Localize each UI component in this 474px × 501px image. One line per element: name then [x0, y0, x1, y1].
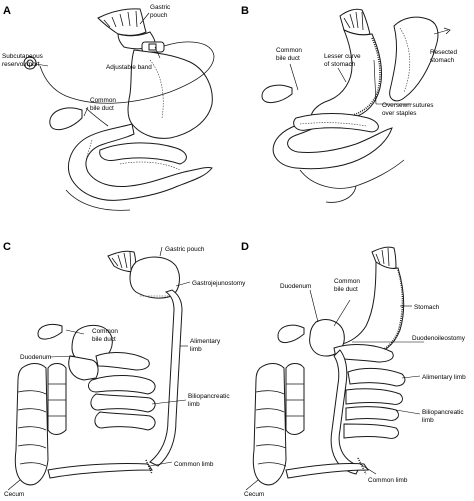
panel-d-alimentary-limb-shape: [330, 349, 361, 475]
panel-d-duodenum-label: Duodenum: [280, 283, 311, 290]
panel-b-intestine-shape: [272, 121, 393, 170]
panel-a: A: [2, 4, 215, 211]
panel-d-common-limb-label: Common limb: [368, 477, 408, 484]
panel-a-bile-duct-label: Common bile duct: [90, 97, 118, 112]
panel-a-port-shape: [23, 56, 37, 70]
panel-c-alimentary-limb-shape: [149, 289, 183, 467]
panel-b-sleeve-shape: [310, 28, 383, 123]
panel-a-gastric-pouch-label: Gastric pouch: [150, 4, 172, 19]
panel-c-common-limb-shape: [47, 462, 153, 479]
panel-d-duodenoileostomy-label: Duodenoileostomy: [412, 335, 466, 342]
panel-c-common-limb-label: Common limb: [174, 461, 214, 468]
panel-a-band-label: Adjustable band: [106, 64, 152, 71]
panel-b-sutures-label: Oversewn sutures over staples: [382, 102, 435, 117]
panel-d-bile-duct-label: Common bile duct: [334, 278, 362, 293]
panel-c-gastrojejunostomy-label: Gastrojejunostomy: [192, 280, 246, 287]
panel-d: D: [241, 241, 466, 498]
panel-c-letter: C: [3, 241, 11, 253]
panel-d-stomach-label: Stomach: [414, 304, 440, 311]
panel-a-letter: A: [3, 5, 11, 17]
panel-b-lesser-curve-label: Lesser curve of stomach: [324, 53, 362, 68]
panel-c-cecum-label: Cecum: [4, 491, 24, 498]
panel-c-bowel-loops: [88, 375, 156, 431]
panel-b: B Common bile duct Lesser curve o: [241, 5, 459, 203]
panel-d-bowel-loops: [343, 367, 406, 439]
panel-d-alimentary-label: Alimentary limb: [422, 374, 466, 381]
panel-d-common-limb-shape: [285, 462, 369, 479]
panel-c-duodenum-label: Duodenum: [20, 354, 51, 361]
panel-d-colon-shape: [252, 363, 305, 486]
panel-b-gallbladder-shape: [261, 84, 293, 103]
panel-a-gallbladder-shape: [49, 107, 83, 131]
panel-d-cecum-label: Cecum: [244, 491, 264, 498]
panel-a-adjustable-band-shape: [141, 41, 165, 53]
panel-d-gallbladder-shape: [277, 324, 305, 343]
panel-c-gallbladder-shape: [37, 323, 63, 340]
panel-a-tubing: [39, 41, 215, 104]
panel-c-bile-duct-label: Common bile duct: [92, 328, 120, 343]
panel-c: C: [3, 241, 246, 498]
panel-d-letter: D: [241, 241, 249, 253]
panel-a-intestine-shape: [68, 123, 213, 201]
panel-c-colon-shape: [14, 363, 67, 486]
panel-b-letter: B: [241, 5, 249, 17]
panel-a-reservoir-label: Subcutaneous reservoir/port: [2, 53, 45, 68]
panel-a-stomach-shape: [127, 49, 213, 139]
panel-b-bile-duct-label: Common bile duct: [276, 47, 304, 62]
panel-b-resected-label: Resected stomach: [430, 49, 459, 64]
panel-c-gastric-pouch-label: Gastric pouch: [165, 246, 205, 253]
panel-c-alimentary-label: Alimentary limb: [190, 338, 222, 353]
panel-c-biliopancreatic-label: Biliopancreatic limb: [188, 393, 231, 408]
panel-b-resected-stomach-shape: [389, 16, 439, 102]
panel-d-biliopancreatic-label: Biliopancreatic limb: [422, 409, 465, 424]
